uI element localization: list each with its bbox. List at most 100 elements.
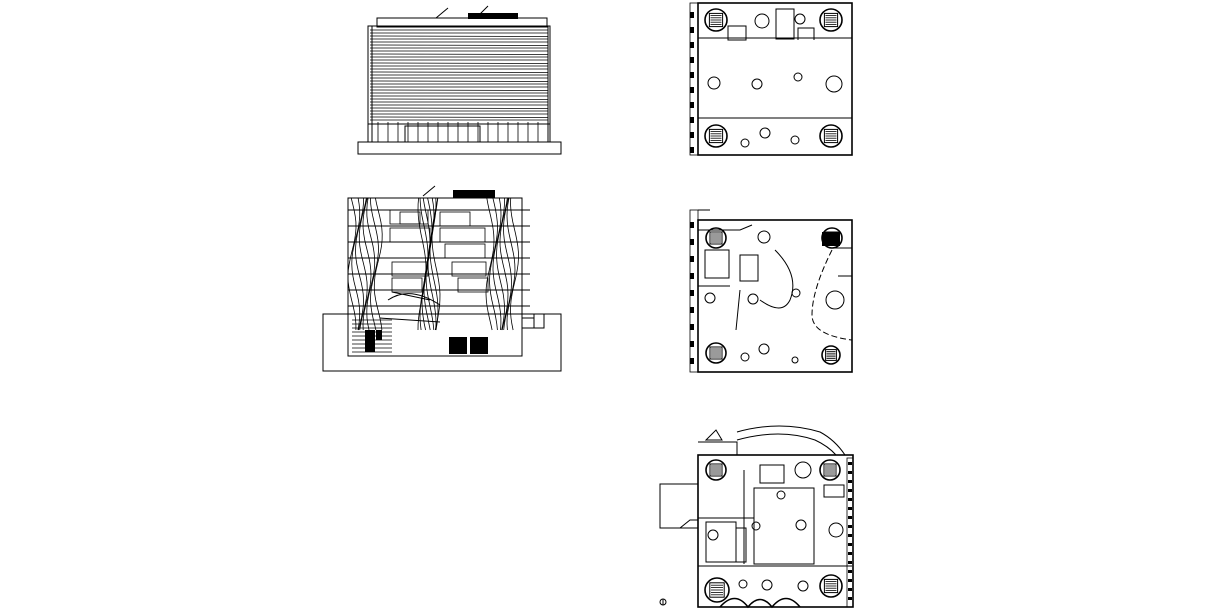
column: [740, 138, 750, 148]
entrance-glazing: [404, 125, 481, 143]
stair-box: [708, 128, 724, 144]
mullion: [848, 489, 852, 492]
mullion: [690, 147, 694, 153]
building-elevation-view: [357, 5, 562, 155]
mullion: [848, 579, 852, 582]
facade-ribbon: [347, 197, 357, 330]
facade-ribbon: [431, 197, 441, 331]
column: [790, 135, 800, 145]
facade-ribbon: [489, 197, 498, 331]
column: [776, 490, 786, 500]
stair-box: [709, 582, 725, 598]
mullion: [690, 72, 694, 78]
floor-plan-upper: [689, 2, 853, 156]
mullion: [690, 117, 694, 123]
mullion: [690, 27, 694, 33]
column: [707, 529, 719, 541]
section-room: [391, 277, 423, 293]
mullion: [690, 87, 694, 93]
column: [794, 13, 806, 25]
louver-line: [369, 44, 549, 46]
facade-ribbon: [366, 197, 376, 331]
column: [795, 519, 807, 531]
lift: [822, 232, 840, 246]
plan-upper-core-lines: [698, 37, 852, 119]
stair-core: [819, 574, 843, 598]
floor-plan-middle: [689, 209, 853, 373]
mullion: [848, 462, 852, 465]
facade-ribbon: [485, 197, 495, 331]
stair-core: [819, 459, 841, 481]
plan-middle-elements: [698, 224, 853, 365]
section-room: [389, 227, 431, 243]
facade-ribbon: [355, 197, 364, 331]
column: [759, 127, 771, 139]
louver-line: [369, 89, 549, 91]
lift-lobby: [759, 464, 785, 484]
facade-mullions: [848, 462, 852, 600]
mullion: [690, 341, 694, 347]
column: [794, 461, 812, 479]
service-room: [727, 25, 747, 41]
mullion: [848, 543, 852, 546]
stair-core: [821, 345, 841, 365]
roof-parapet: [376, 17, 548, 28]
mullion: [690, 273, 694, 279]
mullion: [690, 132, 694, 138]
mullion: [848, 507, 852, 510]
louver-line: [369, 71, 549, 73]
mullion: [848, 516, 852, 519]
column: [707, 76, 721, 90]
service-room: [823, 484, 845, 498]
floor-plan-ground: [659, 425, 854, 609]
section-ramp: [379, 291, 441, 323]
plan-upper-elements: [704, 8, 843, 148]
mullion: [690, 290, 694, 296]
mullion: [690, 324, 694, 330]
section-antenna: [422, 185, 436, 197]
mullion: [848, 534, 852, 537]
facade-ribbon: [496, 197, 505, 331]
column: [791, 288, 801, 298]
column: [825, 75, 843, 93]
louver-line: [369, 98, 549, 100]
plan-upper-facade-strip: [689, 2, 699, 156]
louver-line: [369, 35, 549, 37]
section-room: [457, 277, 489, 293]
stair-box: [709, 346, 723, 360]
mullion: [848, 561, 852, 564]
section-ground-block: [322, 313, 562, 372]
column: [754, 13, 770, 29]
plan-upper-outline: [697, 2, 853, 156]
plan-ground-facade-strip: [846, 457, 854, 608]
mullion: [848, 525, 852, 528]
facade-ribbon: [373, 197, 383, 331]
mullion: [848, 480, 852, 483]
mullion: [690, 256, 694, 262]
section-roof-equipment: [453, 190, 495, 198]
column: [825, 290, 845, 310]
facade-ribbon: [351, 197, 361, 331]
service-room: [739, 254, 759, 282]
mullion: [848, 471, 852, 474]
stair-box: [709, 231, 723, 245]
stair-box: [823, 463, 837, 477]
basement-dark-rooms: [365, 313, 545, 354]
mullion: [690, 102, 694, 108]
roof-equipment: [468, 13, 518, 19]
facade-ribbon: [506, 197, 516, 331]
wc: [797, 27, 815, 40]
mullion: [690, 222, 694, 228]
louver-line: [369, 116, 549, 118]
section-room: [439, 227, 486, 243]
mullion: [690, 57, 694, 63]
lift-shaft: [775, 8, 795, 40]
louver-line: [369, 80, 549, 82]
roof-antenna: [435, 5, 489, 19]
facade-ribbon: [358, 197, 368, 331]
elevation-plinth: [357, 141, 562, 155]
facade-ribbon: [510, 197, 519, 331]
section-room: [444, 243, 486, 259]
column: [791, 356, 799, 364]
